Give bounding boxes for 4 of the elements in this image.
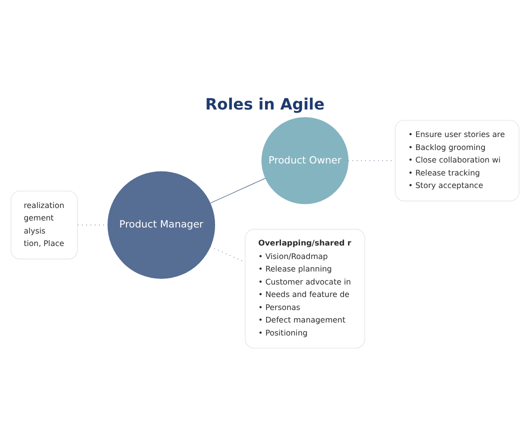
node-circle: Product Owner (261, 116, 348, 204)
connector (210, 177, 266, 204)
diagram-title: Roles in Agile (205, 94, 325, 113)
node-circle: Product Manager (108, 170, 216, 278)
